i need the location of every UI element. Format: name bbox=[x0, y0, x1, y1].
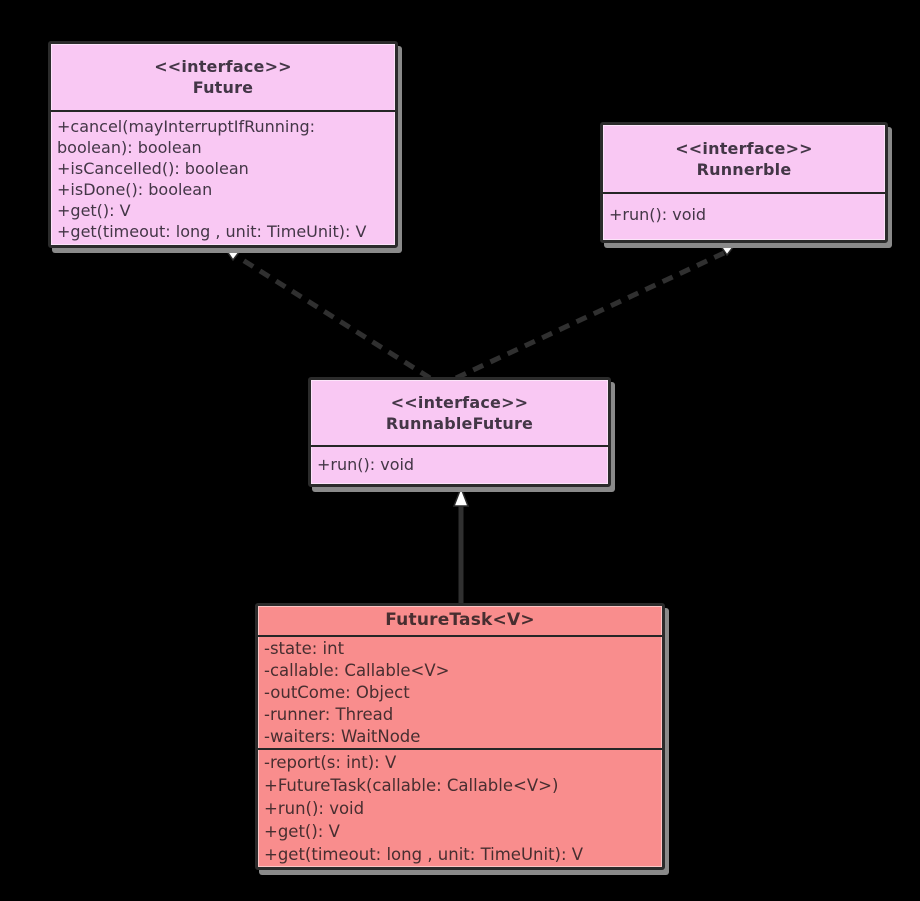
class-header: <<interface>> RunnableFuture bbox=[311, 380, 608, 445]
method-row: +isDone(): boolean bbox=[57, 180, 213, 199]
realization-arrow-runnablefuture-to-runnerble bbox=[454, 241, 739, 381]
dashed-line bbox=[236, 254, 432, 381]
class-name: Runnerble bbox=[696, 159, 792, 179]
class-header: <<interface>> Runnerble bbox=[603, 125, 885, 192]
field-row: -outCome: Object bbox=[264, 683, 410, 702]
field-row: -callable: Callable<V> bbox=[264, 661, 450, 680]
field-row: -state: int bbox=[264, 639, 345, 658]
fields-compartment: -state: int -callable: Callable<V> -outC… bbox=[258, 635, 662, 748]
field-row: -runner: Thread bbox=[264, 705, 394, 724]
class-name: RunnableFuture bbox=[385, 413, 534, 433]
methods-compartment: -report(s: int): V +FutureTask(callable:… bbox=[258, 748, 662, 867]
method-row: +isCancelled(): boolean bbox=[57, 159, 249, 178]
stereotype-label: <<interface>> bbox=[154, 57, 292, 76]
method-row: +FutureTask(callable: Callable<V>) bbox=[264, 776, 559, 795]
methods-compartment: +run(): void bbox=[603, 192, 885, 240]
realization-arrow-runnablefuture-to-future bbox=[222, 246, 432, 381]
methods-compartment: +run(): void bbox=[311, 445, 608, 484]
method-row: +run(): void bbox=[317, 455, 415, 474]
method-row: +cancel(mayInterruptIfRunning: boolean):… bbox=[57, 117, 316, 157]
method-row: -report(s: int): V bbox=[264, 753, 397, 772]
methods-compartment: +cancel(mayInterruptIfRunning: boolean):… bbox=[51, 110, 395, 245]
class-header: <<interface>> Future bbox=[51, 44, 395, 110]
method-row: +get(timeout: long , unit: TimeUnit): V bbox=[57, 222, 367, 241]
class-name: Future bbox=[192, 78, 254, 97]
generalization-arrowhead-icon bbox=[452, 485, 470, 507]
class-box-future: <<interface>> Future +cancel(mayInterrup… bbox=[48, 41, 398, 248]
class-box-runnerble: <<interface>> Runnerble +run(): void bbox=[600, 122, 888, 243]
class-header: FutureTask<V> bbox=[258, 606, 662, 635]
method-row: +get(): V bbox=[264, 822, 340, 841]
class-box-runnablefuture: <<interface>> RunnableFuture +run(): voi… bbox=[308, 377, 611, 487]
method-row: +run(): void bbox=[264, 799, 365, 818]
realization-arrowhead-icon bbox=[222, 246, 245, 262]
field-row: -waiters: WaitNode bbox=[264, 727, 421, 746]
stereotype-label: <<interface>> bbox=[390, 392, 529, 412]
method-row: +run(): void bbox=[609, 205, 707, 224]
class-name: FutureTask<V> bbox=[385, 610, 535, 630]
dashed-line bbox=[454, 250, 726, 381]
method-row: +get(timeout: long , unit: TimeUnit): V bbox=[264, 845, 584, 864]
stereotype-label: <<interface>> bbox=[675, 138, 813, 158]
class-box-futuretask: FutureTask<V> -state: int -callable: Cal… bbox=[255, 603, 665, 870]
method-row: +get(): V bbox=[57, 201, 131, 220]
generalization-arrow-futuretask-to-runnablefuture bbox=[452, 485, 470, 606]
